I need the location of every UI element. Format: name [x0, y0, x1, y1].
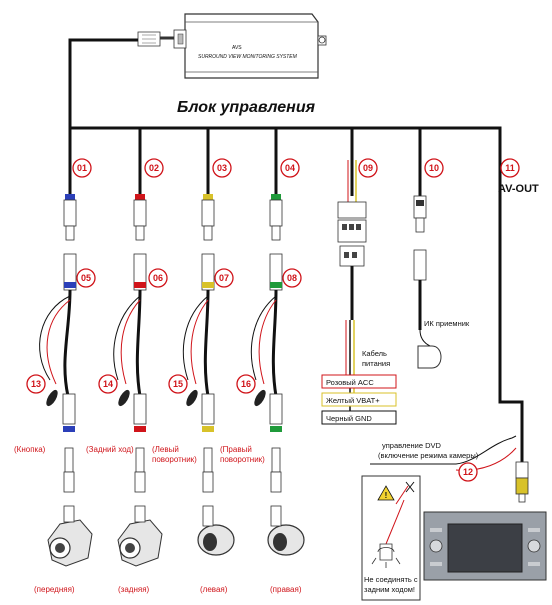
trigger-label-left-turn-2: поворотник) — [152, 455, 197, 464]
connector-07-marker: 07 — [214, 268, 234, 288]
power-wire-gnd: Черный GND — [321, 410, 397, 425]
camera-rear-icon — [117, 505, 163, 567]
power-wire-vbat: Желтый VBAT+ — [321, 392, 397, 407]
connector-06-marker: 06 — [148, 268, 168, 288]
power-cable-label-1: Кабель — [362, 349, 387, 358]
connector-01-marker: 01 — [72, 158, 92, 178]
connector-10-marker: 10 — [424, 158, 444, 178]
video-connector-01 — [63, 194, 77, 291]
connector-11-marker: 11 — [500, 158, 520, 178]
connector-05-marker: 05 — [76, 268, 96, 288]
dvd-control-label-2: (включение режима камеры) — [378, 451, 479, 460]
camera-plug-right — [269, 393, 283, 493]
svg-text:09: 09 — [363, 163, 373, 173]
svg-text:08: 08 — [287, 273, 297, 283]
av-out-plug — [515, 461, 529, 503]
trigger-plug-15 — [186, 389, 198, 407]
video-connector-02 — [133, 194, 147, 291]
connector-08-marker: 08 — [282, 268, 302, 288]
connector-04-marker: 04 — [280, 158, 300, 178]
control-unit: AVS SURROUND VIEW MONITORING SYSTEM — [137, 13, 327, 79]
camera-left-icon — [197, 505, 235, 556]
svg-text:04: 04 — [285, 163, 295, 173]
svg-text:02: 02 — [149, 163, 159, 173]
svg-text:12: 12 — [463, 467, 473, 477]
svg-text:05: 05 — [81, 273, 91, 283]
warning-text-1: Не соединять с — [364, 575, 418, 584]
connector-16-marker: 16 — [236, 374, 256, 394]
svg-text:15: 15 — [173, 379, 183, 389]
trigger-plug-16 — [254, 389, 266, 407]
trigger-label-reverse: (Задний ход) — [86, 445, 134, 454]
device-label: SURROUND VIEW MONITORING SYSTEM — [198, 54, 298, 60]
dvd-head-unit — [423, 511, 547, 581]
svg-text:14: 14 — [103, 379, 113, 389]
svg-text:03: 03 — [217, 163, 227, 173]
camera-label-rear: (задняя) — [118, 585, 150, 594]
connector-09-marker: 09 — [358, 158, 378, 178]
connector-03-marker: 03 — [212, 158, 232, 178]
svg-text:11: 11 — [505, 163, 515, 173]
warning-box: ! — [361, 475, 421, 601]
camera-plug-front — [62, 393, 76, 493]
svg-text:07: 07 — [219, 273, 229, 283]
camera-label-right: (правая) — [270, 585, 302, 594]
dvd-control-label-1: управление DVD — [382, 441, 442, 450]
trigger-label-left-turn-1: (Левый — [152, 445, 179, 454]
ir-receiver-connector — [413, 195, 431, 347]
svg-text:13: 13 — [31, 379, 41, 389]
camera-plug-rear — [133, 393, 147, 493]
camera-plug-left — [201, 393, 215, 493]
connector-13-marker: 13 — [26, 374, 46, 394]
trigger-plug-14 — [118, 389, 130, 407]
video-connector-04 — [269, 194, 283, 291]
svg-text:Розовый ACC: Розовый ACC — [326, 378, 374, 387]
video-connector-03 — [201, 194, 215, 291]
ir-receiver-label: ИК приемник — [424, 319, 470, 328]
av-out-label: AV-OUT — [498, 183, 539, 195]
connector-12-marker: 12 — [458, 462, 478, 482]
svg-text:16: 16 — [241, 379, 251, 389]
connector-14-marker: 14 — [98, 374, 118, 394]
device-brand: AVS — [232, 45, 242, 51]
svg-text:!: ! — [385, 491, 388, 500]
camera-label-left: (левая) — [200, 585, 228, 594]
warning-text-2: задним ходом! — [364, 585, 415, 594]
svg-text:06: 06 — [153, 273, 163, 283]
svg-text:01: 01 — [77, 163, 87, 173]
camera-label-front: (передняя) — [34, 585, 75, 594]
control-unit-title: Блок управления — [177, 99, 316, 116]
trigger-label-button: (Кнопка) — [14, 445, 46, 454]
camera-right-icon — [267, 505, 305, 556]
main-harness — [68, 38, 524, 462]
svg-text:Черный GND: Черный GND — [326, 414, 372, 423]
trigger-label-right-turn-1: (Правый — [220, 445, 252, 454]
trigger-plug-13 — [46, 389, 58, 407]
trigger-label-right-turn-2: поворотник) — [220, 455, 265, 464]
ir-receiver-icon — [417, 345, 442, 369]
power-cable-label-2: питания — [362, 359, 390, 368]
connector-02-marker: 02 — [144, 158, 164, 178]
svg-text:10: 10 — [429, 163, 439, 173]
connector-15-marker: 15 — [168, 374, 188, 394]
svg-text:Желтый VBAT+: Желтый VBAT+ — [326, 396, 380, 405]
camera-front-icon — [47, 505, 93, 567]
power-wire-acc: Розовый ACC — [321, 374, 397, 389]
